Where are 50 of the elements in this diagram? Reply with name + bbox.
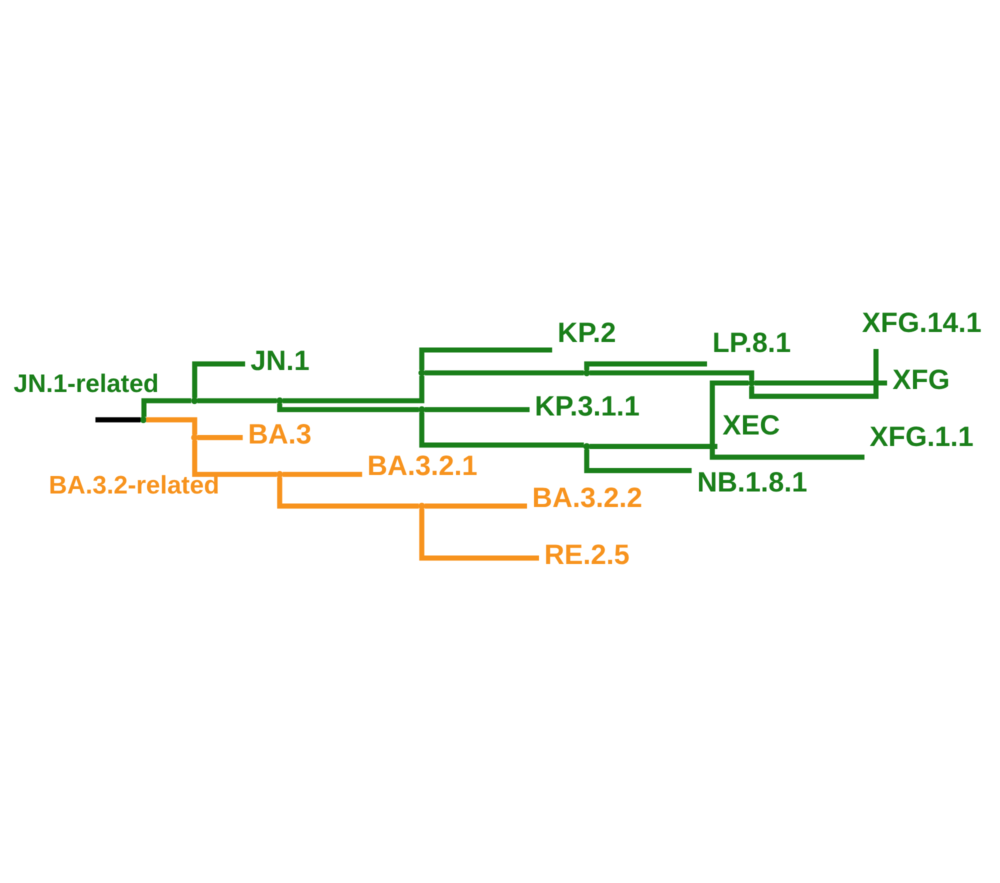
node-point <box>748 379 756 386</box>
node-text: LP.8.1 <box>712 326 791 358</box>
connector <box>192 440 277 476</box>
connector <box>710 380 864 460</box>
connector <box>146 416 198 434</box>
node-text: KP.3.1.1 <box>534 390 640 421</box>
connector <box>282 375 424 403</box>
connector <box>754 380 888 386</box>
connector <box>749 348 879 398</box>
node-text: XFG.1.1 <box>870 420 974 452</box>
connector <box>590 370 754 380</box>
node-text: KP.2 <box>558 316 616 348</box>
connector <box>95 416 140 422</box>
connector <box>197 398 277 403</box>
connector <box>197 434 243 440</box>
connector <box>141 398 192 416</box>
node-point <box>583 442 590 450</box>
connector <box>419 346 552 370</box>
connector <box>424 370 584 375</box>
connector <box>424 503 528 508</box>
node-point <box>418 502 426 509</box>
node-point <box>191 434 198 440</box>
connector <box>419 412 584 448</box>
node-text: JN.1 <box>250 344 310 376</box>
connector <box>277 403 419 412</box>
connector <box>424 406 530 412</box>
node-point <box>140 416 147 423</box>
node-text: XFG <box>892 363 950 394</box>
connector <box>584 448 692 473</box>
connector <box>584 360 708 370</box>
edge-label: JN.1-related <box>14 369 159 398</box>
node-text: NB.1.8.1 <box>697 466 808 498</box>
node-point <box>583 368 590 376</box>
node-text: RE.2.5 <box>544 538 630 570</box>
node-point <box>276 396 284 404</box>
node-text: XFG.14.1 <box>862 306 982 338</box>
connector <box>192 360 246 398</box>
node-text: BA.3 <box>248 418 312 449</box>
node-text: XEC <box>722 409 780 440</box>
connector <box>590 443 718 448</box>
node-point <box>276 470 284 478</box>
node-point <box>191 396 198 404</box>
connector <box>282 471 362 476</box>
node-text: BA.3.2.2 <box>532 481 642 512</box>
connector <box>419 508 540 560</box>
node-point <box>418 368 426 376</box>
edge-label: BA.3.2-related <box>48 470 220 499</box>
connector <box>277 476 419 508</box>
node-point <box>418 406 426 413</box>
node-text: BA.3.2.1 <box>367 450 478 481</box>
